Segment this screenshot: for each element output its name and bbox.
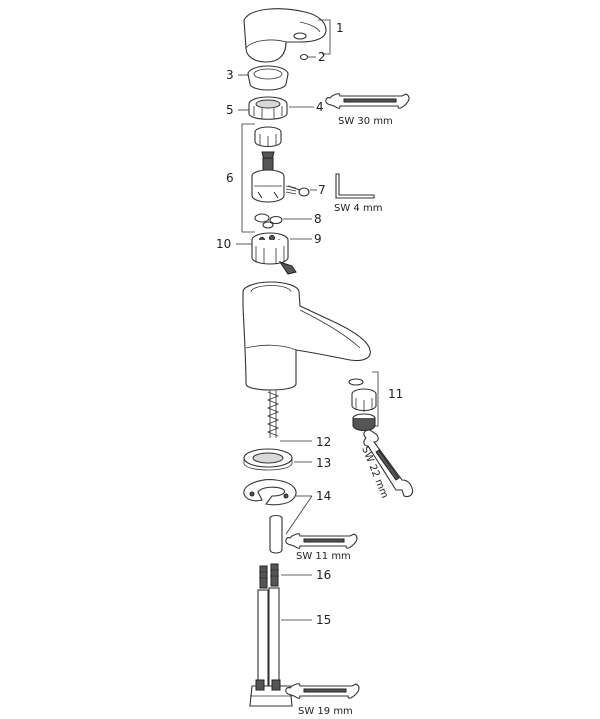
- threaded-rod: [266, 390, 280, 438]
- cartridge-top-ring: [254, 126, 282, 148]
- hex-screw: [285, 185, 310, 197]
- callout-11: 11: [388, 387, 403, 401]
- cover-cap: [247, 65, 289, 91]
- callout-6: 6: [226, 171, 234, 185]
- mixer-body: [242, 281, 371, 391]
- aerator: [348, 378, 377, 431]
- callout-1: 1: [336, 21, 344, 35]
- wrench-30mm: [325, 93, 410, 109]
- callout-5: 5: [226, 103, 234, 117]
- tool-label-sw4: SW 4 mm: [334, 203, 382, 214]
- threaded-nut: [248, 96, 288, 120]
- callout-3: 3: [226, 68, 234, 82]
- callout-7: 7: [318, 183, 326, 197]
- o-rings: [254, 213, 283, 229]
- cartridge-body: [251, 151, 285, 203]
- callout-12: 12: [316, 435, 331, 449]
- tool-label-sw11: SW 11 mm: [296, 551, 351, 562]
- callout-labels: 1 2 3 4 5 6 7 8 9 10 11 12 13 14 15 16: [216, 21, 403, 627]
- callout-16: 16: [316, 568, 331, 582]
- support-washer: [243, 448, 293, 471]
- callout-14: 14: [316, 489, 331, 503]
- callout-10: 10: [216, 237, 231, 251]
- tool-label-sw19: SW 19 mm: [298, 706, 353, 717]
- callout-bracket-6: [241, 123, 255, 233]
- set-screw: [299, 53, 309, 61]
- connection-hoses: [249, 563, 293, 707]
- callout-9: 9: [314, 232, 322, 246]
- threaded-sleeve: [269, 514, 283, 554]
- wrench-11mm: [285, 533, 358, 549]
- callout-2: 2: [318, 50, 326, 64]
- horseshoe-washer: [243, 479, 297, 506]
- wrench-22mm: [363, 429, 414, 498]
- lever-handle: [243, 8, 327, 63]
- callout-15: 15: [316, 613, 331, 627]
- callout-bracket-11: [372, 371, 379, 427]
- callout-bracket-1: [318, 19, 331, 55]
- leader-lines: [236, 56, 317, 621]
- tool-label-sw30: SW 30 mm: [338, 116, 393, 127]
- wrench-19mm: [285, 683, 360, 699]
- callout-4: 4: [316, 100, 324, 114]
- hex-key-4mm: [335, 173, 375, 199]
- cartridge-base: [251, 232, 297, 275]
- callout-13: 13: [316, 456, 331, 470]
- callout-8: 8: [314, 212, 322, 226]
